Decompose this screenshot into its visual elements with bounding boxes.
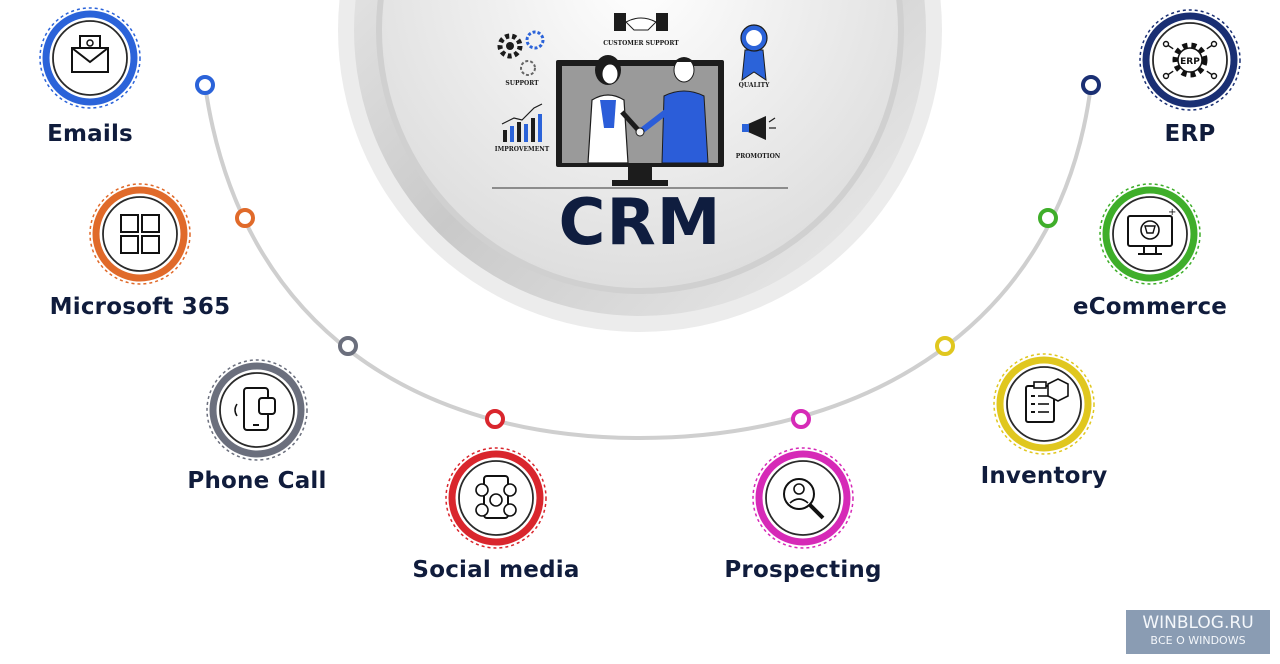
svg-text:+: +	[1168, 207, 1176, 218]
watermark-main: WINBLOG.RU	[1142, 613, 1254, 633]
connector-arc	[203, 84, 1093, 441]
label-inventory: Inventory	[980, 463, 1108, 489]
badge-phone-call	[206, 359, 308, 461]
arc-node-1	[195, 75, 215, 95]
arc-nodes	[195, 75, 1101, 429]
support-gears-icon	[497, 30, 545, 76]
handshake-illustration	[492, 55, 788, 189]
windows-icon	[120, 214, 160, 254]
badge-prospecting	[752, 447, 854, 549]
improvement-chart-icon	[501, 103, 543, 142]
illus-label-support: SUPPORT	[505, 80, 539, 87]
arc-node-7	[1038, 208, 1058, 228]
erp-gear-icon: ERP	[1162, 40, 1218, 80]
illus-label-customer-support: CUSTOMER SUPPORT	[603, 40, 679, 47]
badge-erp: ERP	[1139, 9, 1241, 111]
badge-ecommerce: +	[1099, 183, 1201, 285]
clipboard-box-icon	[1025, 378, 1069, 423]
label-social-media: Social media	[412, 557, 580, 583]
badge-emails	[39, 7, 141, 109]
integration-badges: + ERP	[39, 7, 1241, 549]
arc-node-4	[485, 409, 505, 429]
svg-text:ERP: ERP	[1180, 57, 1200, 67]
phone-icon	[234, 387, 276, 431]
arc-node-6	[935, 336, 955, 356]
customer-support-handshake-icon	[614, 13, 668, 31]
label-microsoft-365: Microsoft 365	[49, 294, 231, 320]
magnifier-person-icon	[783, 478, 825, 520]
crm-title: CRM	[558, 186, 722, 260]
badge-microsoft-365	[89, 183, 191, 285]
arc-node-3	[338, 336, 358, 356]
label-phone-call: Phone Call	[187, 468, 327, 494]
shopping-monitor-icon: +	[1127, 207, 1176, 255]
label-ecommerce: eCommerce	[1072, 294, 1228, 320]
label-emails: Emails	[47, 121, 133, 147]
illus-label-promotion: PROMOTION	[735, 153, 781, 160]
arc-node-2	[235, 208, 255, 228]
promotion-megaphone-icon	[742, 116, 776, 140]
label-prospecting: Prospecting	[724, 557, 882, 583]
envelope-icon	[71, 35, 109, 73]
arc-node-5	[791, 409, 811, 429]
badge-social-media	[445, 447, 547, 549]
watermark: WINBLOG.RU ВСЕ О WINDOWS	[1126, 610, 1270, 654]
quality-badge-icon	[740, 24, 768, 82]
badge-inventory	[993, 353, 1095, 455]
illus-label-quality: QUALITY	[738, 82, 770, 89]
arc-node-8	[1081, 75, 1101, 95]
label-erp: ERP	[1164, 121, 1216, 147]
social-media-icon	[475, 475, 517, 519]
watermark-sub: ВСЕ О WINDOWS	[1150, 634, 1246, 647]
illus-label-improvement: IMPROVEMENT	[494, 146, 550, 153]
